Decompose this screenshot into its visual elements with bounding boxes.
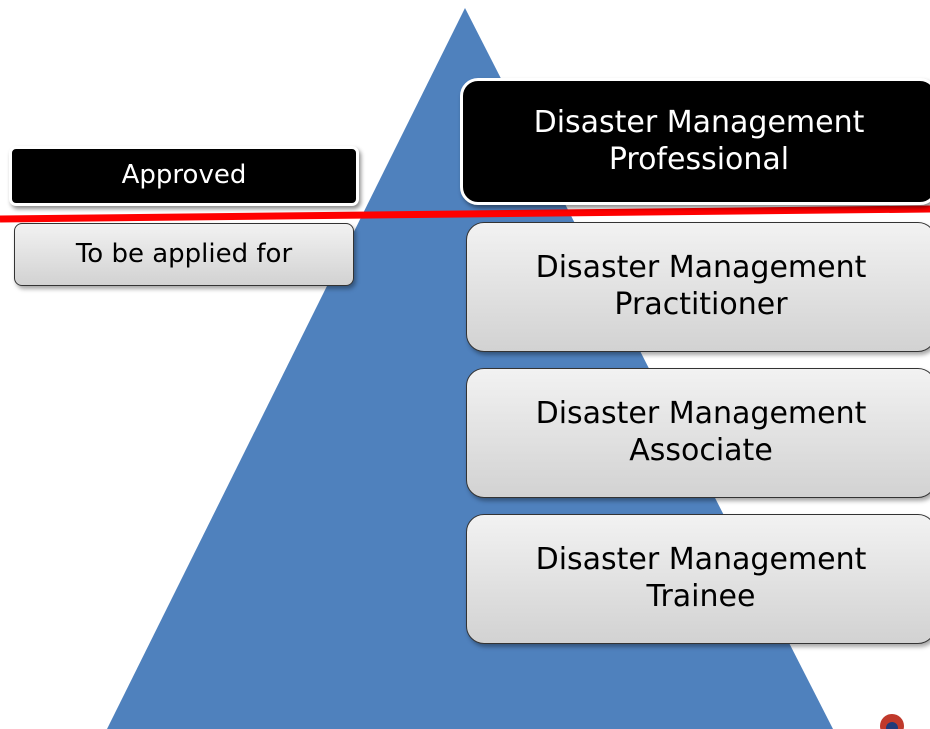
logo-icon — [880, 714, 904, 729]
level-box-associate: Disaster Management Associate — [466, 368, 930, 498]
legend-to-be-applied: To be applied for — [14, 223, 354, 286]
level-name: Disaster Management — [535, 396, 867, 432]
level-title: Practitioner — [614, 287, 788, 322]
legend-to-be-applied-label: To be applied for — [75, 238, 293, 269]
level-box-trainee: Disaster Management Trainee — [466, 514, 930, 644]
level-name: Disaster Management — [535, 542, 867, 578]
level-title: Associate — [629, 433, 773, 468]
approval-divider-line — [0, 205, 930, 223]
legend-approved: Approved — [9, 146, 359, 206]
level-box-practitioner: Disaster Management Practitioner — [466, 222, 930, 352]
level-title: Trainee — [646, 579, 756, 614]
level-name: Disaster Management — [533, 104, 865, 140]
level-name: Disaster Management — [535, 250, 867, 286]
level-box-professional: Disaster Management Professional — [460, 78, 930, 205]
legend-approved-label: Approved — [121, 160, 247, 191]
level-title: Professional — [608, 141, 790, 177]
